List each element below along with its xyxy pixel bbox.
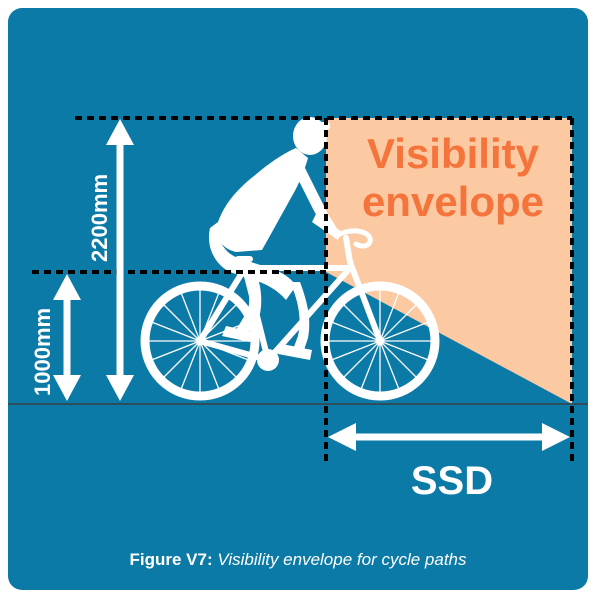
ssd-arrow (328, 423, 570, 451)
height-2200-label: 2200mm (87, 174, 112, 262)
height-2200-arrow (106, 119, 134, 401)
cyclist-on-bicycle-icon (140, 117, 440, 401)
caption-label: Figure V7: (129, 550, 213, 569)
handlebar (333, 228, 373, 249)
rider (208, 117, 342, 360)
dashed-reference-lines (32, 116, 574, 462)
caption-text: Visibility envelope for cycle paths (217, 550, 467, 569)
ssd-label: SSD (411, 459, 493, 503)
envelope-label-line2: envelope (362, 178, 544, 225)
figure-caption: Figure V7: Visibility envelope for cycle… (0, 550, 596, 570)
envelope-label-line1: Visibility (367, 130, 540, 177)
height-1000-arrow (53, 274, 81, 401)
visibility-envelope (326, 118, 572, 404)
height-1000-label: 1000mm (30, 308, 55, 396)
